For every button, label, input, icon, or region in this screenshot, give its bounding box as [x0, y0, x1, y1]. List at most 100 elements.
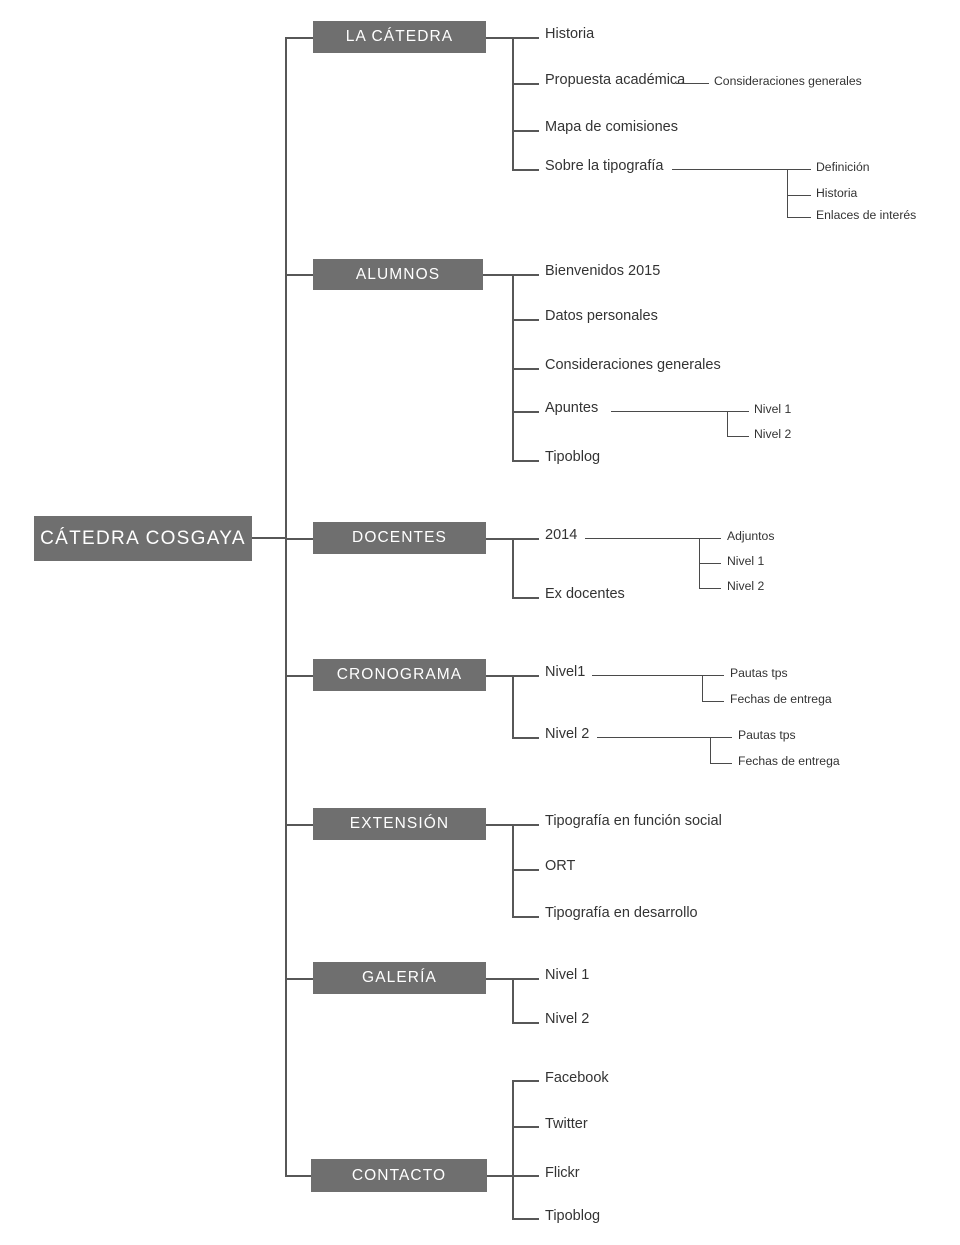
- branch-line-la-catedra: [285, 37, 313, 39]
- section-node-docentes[interactable]: DOCENTES: [313, 522, 486, 554]
- leaf-line-flickr: [512, 1175, 539, 1177]
- leaf-label: Adjuntos: [727, 529, 775, 543]
- leaf-label: Historia: [816, 186, 858, 200]
- child-spine-docentes: [512, 538, 514, 597]
- leaf-label: Tipoblog: [545, 1208, 601, 1224]
- leaf-line-consideraciones-generales: [676, 83, 709, 85]
- leaf-cronograma-nivel-2[interactable]: Nivel 2: [545, 727, 589, 742]
- leaf-line-alumnos-consideraciones: [512, 368, 539, 370]
- leaf-label: Ex docentes: [545, 586, 625, 602]
- leaf-label: Definición: [816, 160, 870, 174]
- leaf-line-nivel1-pautas-tps: [702, 675, 724, 677]
- leaf-line-nivel1-fechas-de-entrega: [702, 701, 724, 703]
- child-spine-cronograma-nivel1: [702, 675, 704, 701]
- leaf-docentes-ex-docentes[interactable]: Ex docentes: [545, 587, 625, 602]
- leaf-label: Tipoblog: [545, 449, 601, 465]
- run-line-cronograma-nivel-2: [597, 737, 710, 739]
- leaf-la-catedra-mapa-de-comisiones[interactable]: Mapa de comisiones: [545, 120, 678, 135]
- leaf-label: Nivel 1: [545, 967, 590, 983]
- leaf-extension-ort[interactable]: ORT: [545, 859, 575, 874]
- leaf-line-ort: [512, 869, 539, 871]
- leaf-docentes-nivel-1[interactable]: Nivel 1: [727, 555, 764, 567]
- leaf-label: Apuntes: [545, 400, 599, 416]
- leaf-alumnos-apuntes[interactable]: Apuntes: [545, 401, 598, 416]
- leaf-label: Fechas de entrega: [730, 692, 832, 706]
- leaf-tipografia-historia[interactable]: Historia: [816, 187, 857, 199]
- child-spine-cronograma: [512, 675, 514, 737]
- leaf-line-alumnos-tipoblog: [512, 460, 539, 462]
- leaf-tipografia-enlaces-de-interes[interactable]: Enlaces de interés: [816, 209, 916, 221]
- branch-line-extension: [285, 824, 313, 826]
- leaf-la-catedra-sobre-la-tipografia[interactable]: Sobre la tipografía: [545, 159, 664, 174]
- section-label-galeria: GALERÍA: [362, 969, 437, 986]
- section-label-cronograma: CRONOGRAMA: [336, 666, 463, 683]
- leaf-extension-tipografia-en-funcion-social[interactable]: Tipografía en función social: [545, 814, 722, 829]
- leaf-galeria-nivel-1[interactable]: Nivel 1: [545, 968, 589, 983]
- section-node-alumnos[interactable]: ALUMNOS: [313, 259, 483, 290]
- leaf-line-sobre-la-tipografia: [512, 169, 539, 171]
- leaf-alumnos-consideraciones-generales[interactable]: Consideraciones generales: [545, 358, 721, 373]
- leaf-apuntes-nivel-1[interactable]: Nivel 1: [754, 403, 791, 415]
- leaf-tipografia-definicion[interactable]: Definición: [816, 161, 870, 173]
- section-stub-la-catedra: [486, 37, 512, 39]
- run-line-docentes-2014: [585, 538, 699, 540]
- leaf-docentes-nivel-2[interactable]: Nivel 2: [727, 580, 764, 592]
- leaf-label: Enlaces de interés: [816, 208, 917, 222]
- child-spine-galeria: [512, 978, 514, 1022]
- leaf-docentes-2014[interactable]: 2014: [545, 528, 577, 543]
- leaf-propuesta-consideraciones-generales[interactable]: Consideraciones generales: [714, 75, 862, 87]
- leaf-contacto-facebook[interactable]: Facebook: [545, 1071, 609, 1086]
- section-label-contacto: CONTACTO: [351, 1166, 447, 1184]
- leaf-label: Historia: [545, 26, 595, 42]
- leaf-line-contacto-tipoblog: [512, 1218, 539, 1220]
- leaf-la-catedra-historia[interactable]: Historia: [545, 27, 594, 42]
- leaf-line-cronograma-nivel-2: [512, 737, 539, 739]
- section-stub-cronograma: [486, 675, 512, 677]
- leaf-label: ORT: [545, 858, 576, 874]
- leaf-label: Bienvenidos 2015: [545, 263, 661, 279]
- section-stub-docentes: [486, 538, 512, 540]
- leaf-contacto-tipoblog[interactable]: Tipoblog: [545, 1209, 600, 1224]
- leaf-galeria-nivel-2[interactable]: Nivel 2: [545, 1012, 589, 1027]
- leaf-contacto-flickr[interactable]: Flickr: [545, 1166, 580, 1181]
- child-spine-sobre-la-tipografia: [787, 169, 789, 217]
- leaf-docentes-adjuntos[interactable]: Adjuntos: [727, 530, 774, 542]
- root-connector-line: [252, 537, 286, 539]
- section-node-la-catedra[interactable]: LA CÁTEDRA: [313, 21, 486, 53]
- leaf-line-tipografia-en-desarrollo: [512, 916, 539, 918]
- root-node-catedra-cosgaya[interactable]: CÁTEDRA COSGAYA: [34, 516, 252, 561]
- leaf-line-twitter: [512, 1126, 539, 1128]
- leaf-extension-tipografia-en-desarrollo[interactable]: Tipografía en desarrollo: [545, 906, 698, 921]
- leaf-line-apuntes-nivel-2: [727, 436, 749, 438]
- leaf-line-galeria-nivel-2: [512, 1022, 539, 1024]
- leaf-label: Consideraciones generales: [714, 74, 862, 88]
- leaf-label: Pautas tps: [730, 666, 788, 680]
- leaf-line-nivel2-fechas-de-entrega: [710, 763, 732, 765]
- leaf-alumnos-tipoblog[interactable]: Tipoblog: [545, 450, 600, 465]
- leaf-cronograma-nivel1-pautas-tps[interactable]: Pautas tps: [730, 667, 788, 679]
- leaf-alumnos-datos-personales[interactable]: Datos personales: [545, 309, 658, 324]
- section-node-cronograma[interactable]: CRONOGRAMA: [313, 659, 486, 691]
- leaf-cronograma-nivel2-pautas-tps[interactable]: Pautas tps: [738, 729, 796, 741]
- leaf-line-docentes-nivel-2: [699, 588, 721, 590]
- section-node-galeria[interactable]: GALERÍA: [313, 962, 486, 994]
- section-stub-alumnos: [483, 274, 512, 276]
- leaf-line-facebook: [512, 1080, 539, 1082]
- leaf-cronograma-nivel1[interactable]: Nivel1: [545, 665, 585, 680]
- leaf-cronograma-nivel2-fechas-de-entrega[interactable]: Fechas de entrega: [738, 755, 840, 767]
- leaf-label: Tipografía en desarrollo: [545, 905, 698, 921]
- leaf-line-bienvenidos-2015: [512, 274, 539, 276]
- section-node-contacto[interactable]: CONTACTO: [311, 1159, 487, 1192]
- section-node-extension[interactable]: EXTENSIÓN: [313, 808, 486, 840]
- leaf-line-galeria-nivel-1: [512, 978, 539, 980]
- leaf-alumnos-bienvenidos-2015[interactable]: Bienvenidos 2015: [545, 264, 660, 279]
- leaf-label: Consideraciones generales: [545, 357, 721, 373]
- leaf-contacto-twitter[interactable]: Twitter: [545, 1117, 588, 1132]
- leaf-apuntes-nivel-2[interactable]: Nivel 2: [754, 428, 791, 440]
- child-spine-alumnos: [512, 274, 514, 460]
- leaf-line-adjuntos: [699, 538, 721, 540]
- leaf-line-nivel2-pautas-tps: [710, 737, 732, 739]
- leaf-cronograma-nivel1-fechas-de-entrega[interactable]: Fechas de entrega: [730, 693, 832, 705]
- leaf-la-catedra-propuesta-academica[interactable]: Propuesta académica: [545, 73, 685, 88]
